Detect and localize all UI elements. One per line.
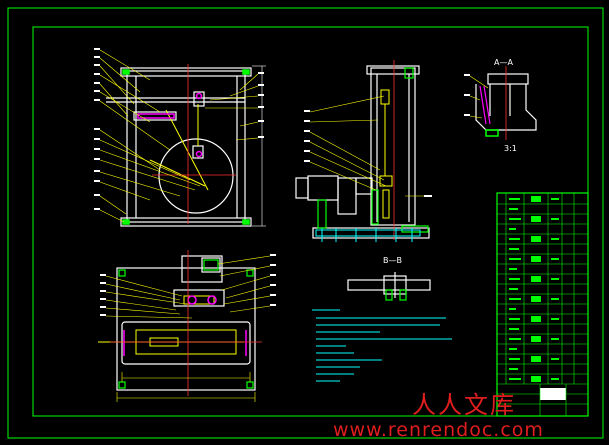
section-aa-view bbox=[464, 66, 537, 140]
front-view bbox=[94, 48, 266, 227]
sheet-border bbox=[7, 7, 604, 439]
side-view bbox=[295, 60, 432, 242]
section-aa-label: A—A bbox=[494, 58, 513, 67]
section-bb-view bbox=[347, 272, 431, 301]
top-view bbox=[98, 250, 276, 402]
technical-notes bbox=[312, 309, 452, 382]
watermark-text: 人人文库 bbox=[412, 391, 516, 419]
watermark-url[interactable]: www.renrendoc.com bbox=[333, 419, 544, 441]
detail-scale-label: 3:1 bbox=[504, 144, 517, 153]
section-bb-label: B—B bbox=[383, 256, 402, 265]
parts-list-table bbox=[496, 192, 589, 417]
